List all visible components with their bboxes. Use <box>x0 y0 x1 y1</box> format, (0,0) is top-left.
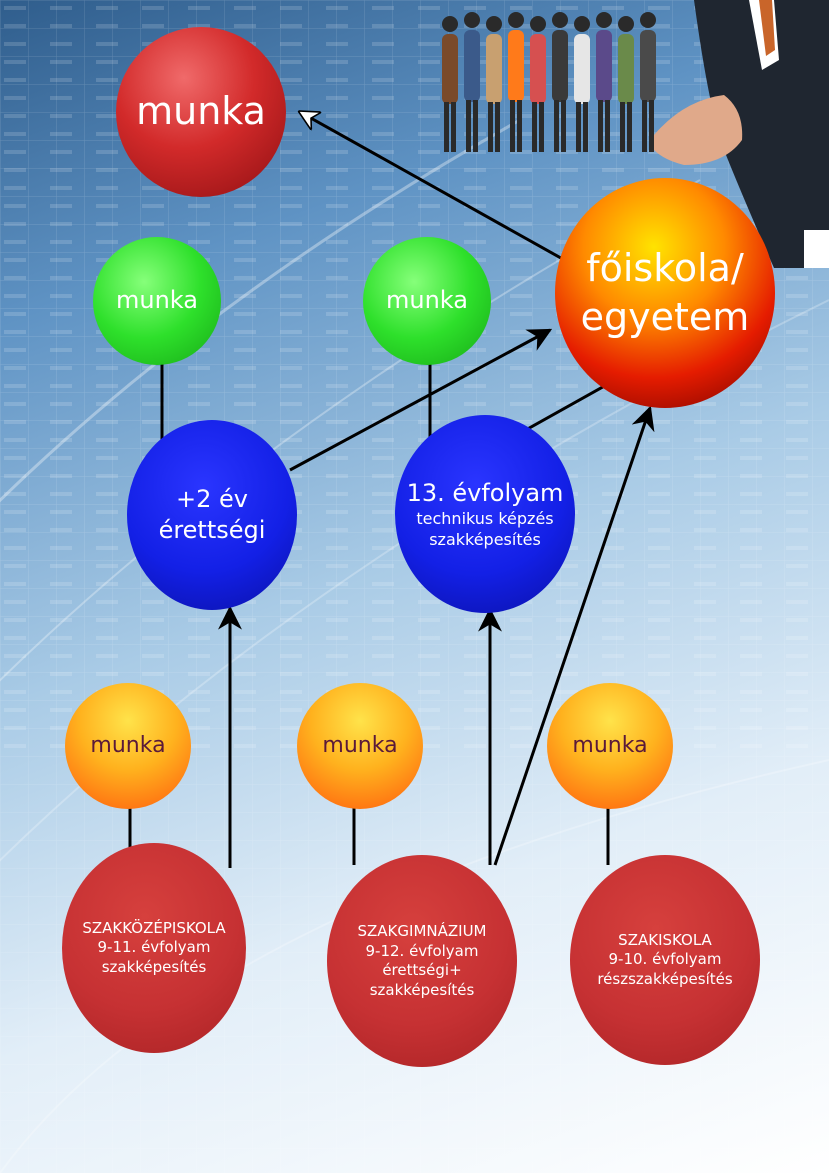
munka-node-green-left: munka <box>93 237 221 365</box>
erettsegi-node: +2 év érettségi <box>127 420 297 610</box>
munka-green-mid-label: munka <box>386 286 468 315</box>
szakkozepiskola-node: SZAKKÖZÉPISKOLA 9-11. évfolyam szakképes… <box>62 843 246 1053</box>
munka-node-orange-right: munka <box>547 683 673 809</box>
munka-orange-left-label: munka <box>90 732 166 758</box>
szakkozep-title: SZAKKÖZÉPISKOLA <box>82 918 226 937</box>
evfolyam13-line-2: technikus képzés <box>416 508 554 528</box>
munka-orange-mid-label: munka <box>322 732 398 758</box>
egyetem-label: egyetem <box>580 295 750 339</box>
szakgimn-title: SZAKGIMNÁZIUM <box>357 922 487 940</box>
erettsegi-line-2: érettségi <box>158 516 266 544</box>
szakkozep-line-2: 9-11. évfolyam <box>97 938 211 957</box>
foiskola-label: főiskola/ <box>586 245 744 290</box>
people-group-image <box>442 12 656 152</box>
munka-node-green-mid: munka <box>363 237 491 365</box>
munka-node-orange-mid: munka <box>297 683 423 809</box>
szakgimn-line-2: 9-12. évfolyam <box>365 941 479 960</box>
erettsegi-line-1: +2 év <box>176 484 248 513</box>
arrow-erettsegi-to-foiskola <box>289 328 553 472</box>
szakiskola-title: SZAKISKOLA <box>618 930 712 949</box>
szakgimn-line-3: érettségi+ <box>382 961 462 979</box>
munka-node-orange-left: munka <box>65 683 191 809</box>
evfolyam13-title: 13. évfolyam <box>406 478 564 507</box>
munka-node-top: munka <box>116 27 286 197</box>
szakgimn-line-4: szakképesítés <box>369 980 475 999</box>
munka-green-left-label: munka <box>116 286 198 315</box>
szakkozep-line-3: szakképesítés <box>101 957 207 976</box>
evfolyam13-line-3: szakképesítés <box>429 529 541 549</box>
szakgimnazium-node: SZAKGIMNÁZIUM 9-12. évfolyam érettségi+ … <box>327 855 517 1067</box>
businessman-handshake-image <box>654 0 829 268</box>
munka-top-label: munka <box>136 89 266 134</box>
evfolyam13-node: 13. évfolyam technikus képzés szakképesí… <box>395 415 575 613</box>
arrow-foiskola-to-munka <box>300 112 569 264</box>
foiskola-egyetem-node: főiskola/ egyetem <box>555 178 775 408</box>
szakiskola-line-3: részszakképesítés <box>597 969 733 988</box>
szakiskola-node: SZAKISKOLA 9-10. évfolyam részszakképesí… <box>570 855 760 1065</box>
munka-orange-right-label: munka <box>572 732 648 758</box>
szakiskola-line-2: 9-10. évfolyam <box>608 950 722 969</box>
arrow-szakgimn-to-foiskola <box>493 405 655 866</box>
